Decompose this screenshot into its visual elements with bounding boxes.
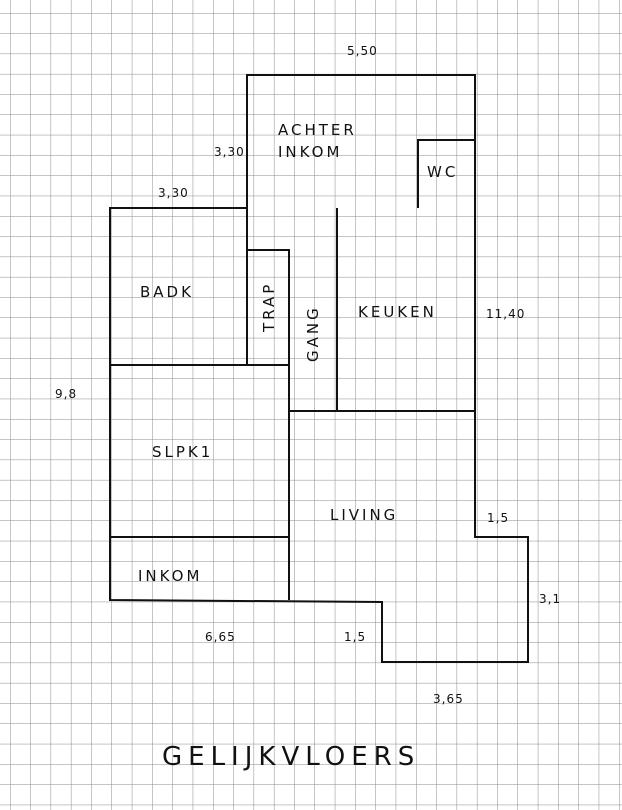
room-label-trap: TRAP — [260, 282, 278, 333]
dim-right-height: 11,40 — [486, 307, 525, 321]
room-label-gang: GANG — [304, 305, 322, 362]
trap-wall — [247, 249, 290, 411]
room-label-achter: ACHTER — [278, 121, 357, 139]
dim-bottom-width: 6,65 — [205, 630, 236, 644]
room-label-inkom-achter: INKOM — [278, 143, 342, 161]
outer-wall — [109, 74, 529, 663]
plan-title: GELIJKVLOERS — [162, 742, 420, 772]
room-label-wc: WC — [427, 163, 458, 181]
room-label-living: LIVING — [330, 506, 398, 524]
dim-achter-height: 3,30 — [214, 145, 245, 159]
room-label-slpk1: SLPK1 — [152, 443, 213, 461]
walls — [109, 74, 529, 663]
wc-wall — [417, 139, 475, 208]
dim-step-bottom: 3,65 — [433, 692, 464, 706]
room-label-badk: BADK — [140, 283, 194, 301]
room-label-keuken: KEUKEN — [358, 303, 437, 321]
dim-step-left: 1,5 — [344, 630, 366, 644]
room-label-inkom: INKOM — [138, 567, 202, 585]
dim-top-width: 5,50 — [347, 44, 378, 58]
dim-left-top: 3,30 — [158, 186, 189, 200]
dim-step-top: 1,5 — [487, 511, 509, 525]
dim-left-height: 9,8 — [55, 387, 77, 401]
dim-step-side: 3,1 — [539, 592, 561, 606]
